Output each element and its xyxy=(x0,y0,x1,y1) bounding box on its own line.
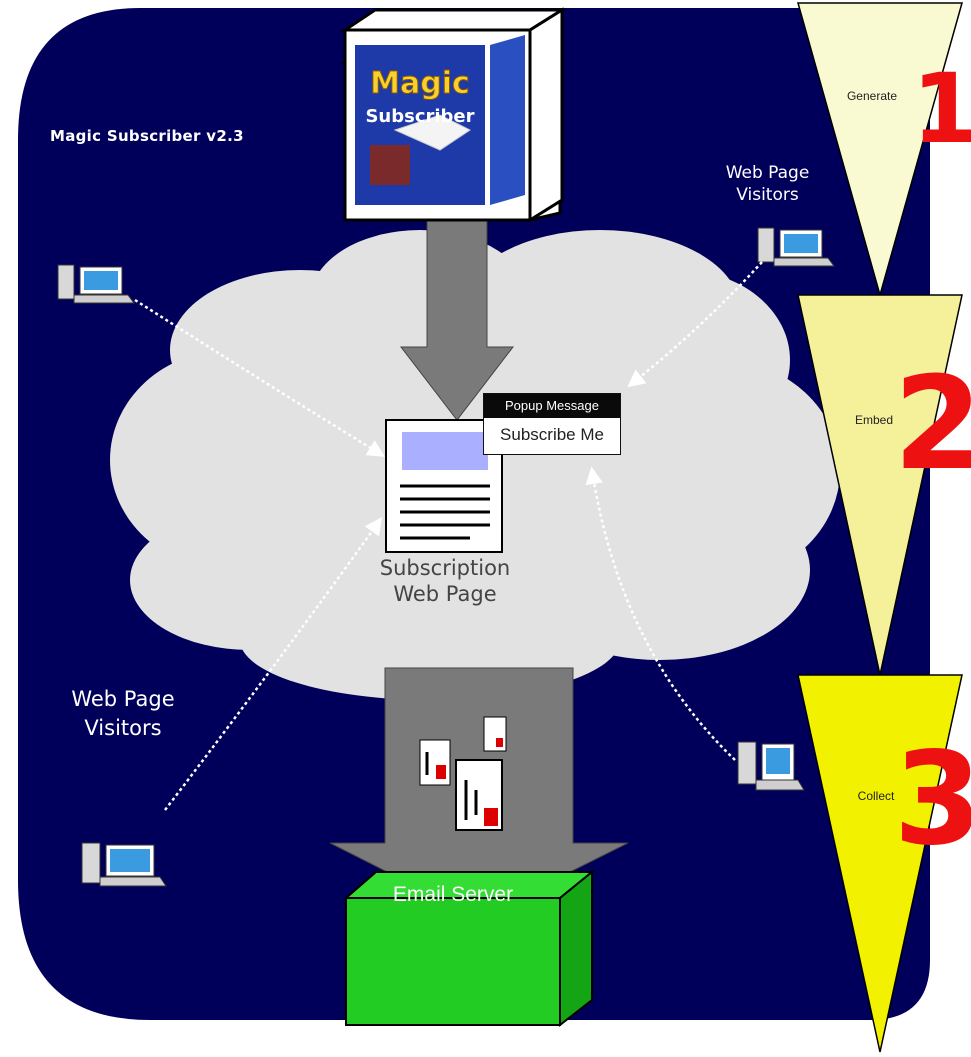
arrow-visitor-bottomright xyxy=(585,466,736,761)
popup-title: Popup Message xyxy=(484,394,620,418)
stage3-funnel xyxy=(797,674,963,1053)
stage2-funnel xyxy=(797,294,963,676)
visitors-label-top: Web Page Visitors xyxy=(725,163,810,205)
stage1-label: Generate xyxy=(846,89,898,103)
arrow-visitor-bottomleft xyxy=(164,517,383,811)
internet-cloud xyxy=(110,230,840,700)
email-server-label: Email Server xyxy=(392,883,514,906)
diagram-title: Magic Subscriber v2.3 xyxy=(50,127,244,145)
product-box-line2: Subscriber xyxy=(365,106,474,127)
computer-icon xyxy=(757,227,835,267)
stage2-label: Embed xyxy=(854,413,894,427)
arrow-box-to-page xyxy=(399,217,515,421)
visitor-arrows xyxy=(134,261,763,811)
stage2-number: 2 xyxy=(893,350,971,499)
stage1-funnel xyxy=(797,2,963,298)
stage1-number: 1 xyxy=(912,53,971,165)
arrow-visitor-topright xyxy=(627,261,763,388)
product-box-icon: Magic Subscriber xyxy=(340,7,568,223)
popup-message-window: Popup Message Subscribe Me xyxy=(483,393,621,455)
computer-icon xyxy=(57,264,135,304)
web-page-icon xyxy=(385,419,503,553)
arrow-visitor-topleft xyxy=(134,298,385,457)
stage3-number: 3 xyxy=(893,725,971,874)
computer-icon xyxy=(737,741,805,791)
product-box-line1: Magic xyxy=(370,66,470,101)
computer-icon xyxy=(81,842,167,887)
subscription-page-label: Subscription Web Page xyxy=(379,556,511,606)
stage3-label: Collect xyxy=(857,789,895,803)
popup-body: Subscribe Me xyxy=(500,425,604,444)
email-server-icon xyxy=(343,869,595,1028)
envelope-icon xyxy=(419,716,507,831)
visitors-label-left: Web Page Visitors xyxy=(71,687,175,740)
